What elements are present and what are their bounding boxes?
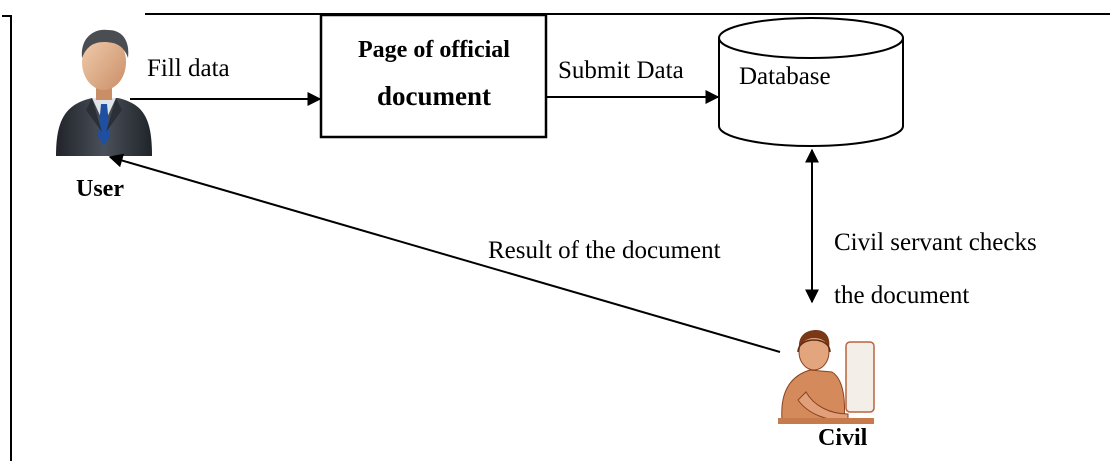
submit-data-label: Submit Data — [558, 57, 684, 84]
result-of-document-label: Result of the document — [488, 237, 721, 264]
page-box-line1: Page of official — [358, 37, 510, 63]
civil-servant-checks-line1: Civil servant checks — [834, 229, 1037, 256]
frame — [2, 13, 1110, 461]
user-label: User — [76, 176, 124, 202]
result-arrow — [108, 153, 781, 353]
civil-servant-at-computer-icon — [778, 330, 875, 424]
database-label: Database — [739, 63, 831, 90]
page-box-line2: document — [377, 81, 491, 111]
businessman-icon — [56, 29, 152, 156]
page-of-official-document-box — [319, 13, 548, 139]
civil-label: Civil — [818, 425, 868, 451]
database-cylinder — [718, 17, 904, 147]
civil-servant-checks-line2: the document — [834, 282, 969, 309]
fill-data-label: Fill data — [147, 55, 230, 82]
